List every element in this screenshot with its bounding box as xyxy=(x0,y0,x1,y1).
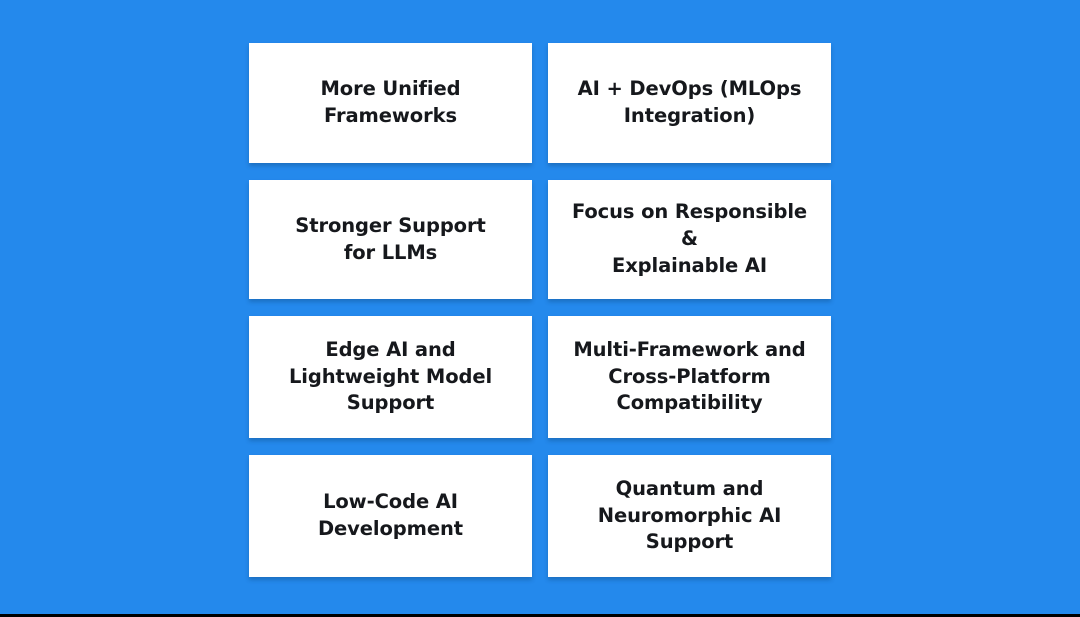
card-label: Stronger Support for LLMs xyxy=(295,213,486,264)
bottom-edge-strip xyxy=(0,614,1080,617)
card-label: Multi-Framework and Cross-Platform Compa… xyxy=(573,337,806,415)
card-ai-devops-mlops-integration[interactable]: AI + DevOps (MLOps Integration) xyxy=(548,43,831,163)
card-focus-on-responsible-explainable-ai[interactable]: Focus on Responsible & Explainable AI xyxy=(548,180,831,299)
card-label: AI + DevOps (MLOps Integration) xyxy=(577,77,802,127)
card-label: Quantum and Neuromorphic AI Support xyxy=(597,476,782,554)
card-low-code-ai-development[interactable]: Low-Code AI Development xyxy=(249,455,532,577)
card-edge-ai-lightweight-model-support[interactable]: Edge AI and Lightweight Model Support xyxy=(249,316,532,438)
card-quantum-neuromorphic-ai-support[interactable]: Quantum and Neuromorphic AI Support xyxy=(548,455,831,577)
card-label: Focus on Responsible & Explainable AI xyxy=(571,200,808,277)
card-stronger-support-for-llms[interactable]: Stronger Support for LLMs xyxy=(249,180,532,299)
feature-card-grid: More Unified Frameworks AI + DevOps (MLO… xyxy=(249,43,831,577)
card-multi-framework-cross-platform-compatibility[interactable]: Multi-Framework and Cross-Platform Compa… xyxy=(548,316,831,438)
card-label: Edge AI and Lightweight Model Support xyxy=(288,337,493,415)
card-label: More Unified Frameworks xyxy=(320,77,461,127)
card-more-unified-frameworks[interactable]: More Unified Frameworks xyxy=(249,43,532,163)
card-label: Low-Code AI Development xyxy=(317,490,464,540)
